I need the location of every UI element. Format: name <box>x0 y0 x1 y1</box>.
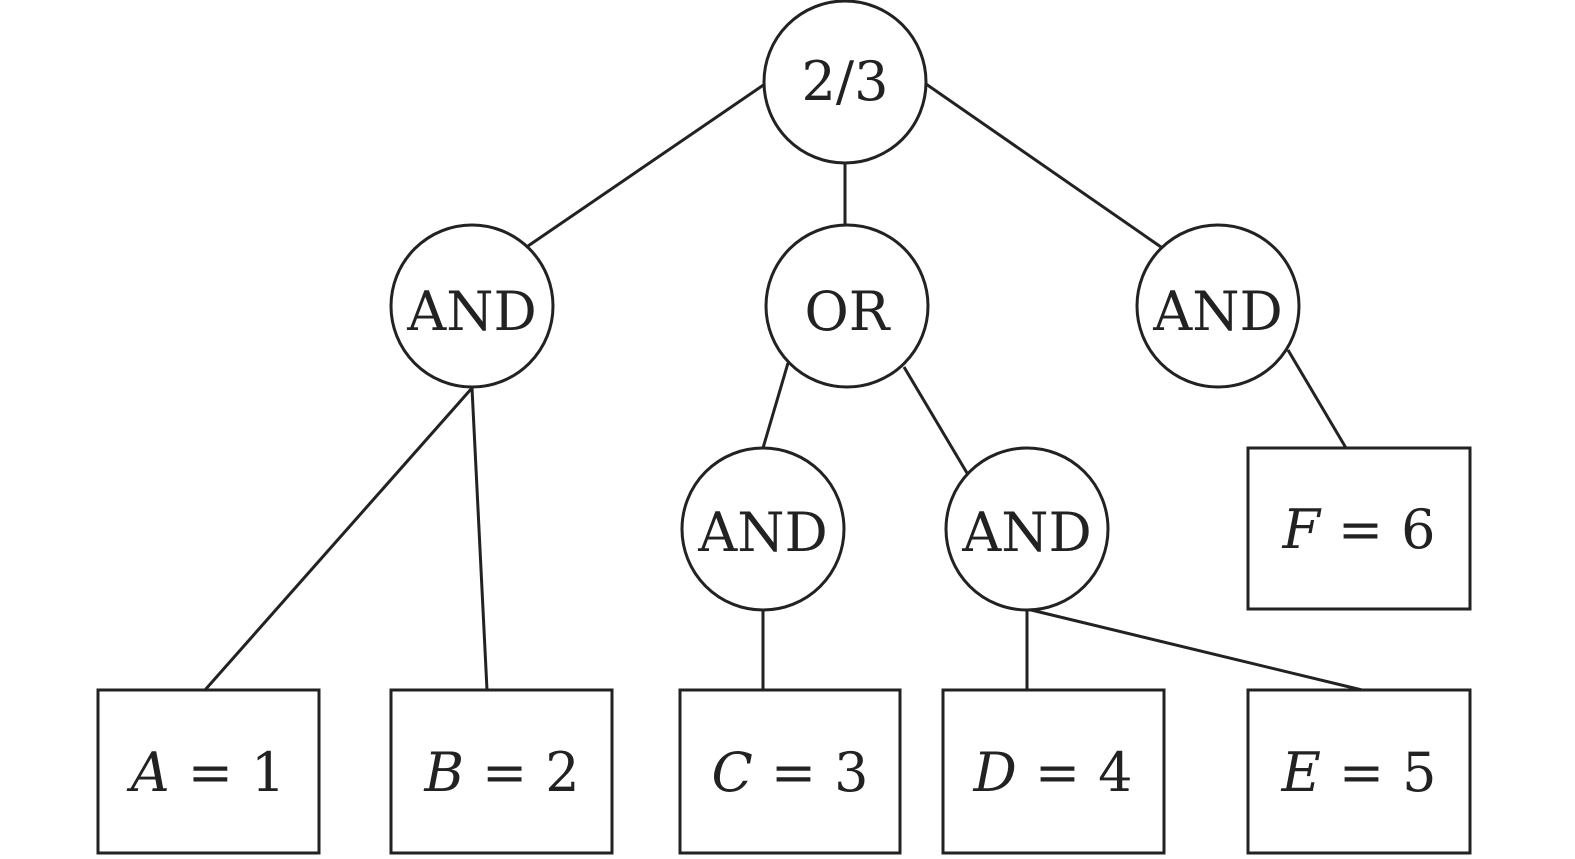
edge-and-right-f <box>1286 349 1348 449</box>
edges <box>203 82 1363 692</box>
gate-label: AND <box>697 501 828 564</box>
leaf-box <box>941 688 1166 855</box>
leaf-c: C = 3 <box>678 688 902 855</box>
leaf-equals: = <box>1035 741 1080 804</box>
leaf-variable: B <box>423 741 464 804</box>
leaf-box <box>1246 688 1472 855</box>
leaf-value: 2 <box>545 741 579 804</box>
leaf-d: D = 4 <box>941 688 1166 855</box>
gate-and-left: AND <box>389 223 555 389</box>
gate-and-right: AND <box>1135 223 1301 389</box>
leaf-b: B = 2 <box>389 688 614 855</box>
edge-and-left-b <box>470 387 489 691</box>
edge-root-and-left <box>527 82 766 248</box>
gate-circle <box>762 0 928 165</box>
leaf-box <box>389 688 614 855</box>
gate-circle <box>389 223 555 389</box>
edge-and-mr-e <box>1026 607 1363 692</box>
gate-label: AND <box>406 280 537 343</box>
leaf-box <box>678 688 902 855</box>
leaf-equals: = <box>482 741 527 804</box>
leaf-text: D = 4 <box>973 741 1133 804</box>
leaf-box <box>96 688 321 855</box>
leaf-value: 5 <box>1402 741 1436 804</box>
leaf-text: A = 1 <box>126 741 286 804</box>
gate-circle <box>944 446 1110 612</box>
gate-label: 2/3 <box>802 50 889 113</box>
edge-root-and-right <box>925 82 1162 249</box>
leaf-variable: F <box>1281 498 1322 561</box>
leaf-value: 6 <box>1401 498 1435 561</box>
leaf-box <box>1246 446 1472 611</box>
leaf-value: 3 <box>834 741 868 804</box>
leaf-text: F = 6 <box>1281 498 1435 561</box>
leaf-variable: D <box>973 741 1017 804</box>
gate-label: OR <box>805 280 891 343</box>
edge-or-and-ml <box>761 362 790 449</box>
gate-or-middle: OR <box>764 223 930 389</box>
leaf-equals: = <box>771 741 816 804</box>
leaf-value: 1 <box>251 741 285 804</box>
leaf-equals: = <box>1339 741 1384 804</box>
leaf-variable: C <box>712 741 753 804</box>
leaf-variable: E <box>1280 741 1320 804</box>
gate-circle <box>680 446 846 612</box>
edge-and-left-a <box>203 387 474 691</box>
gate-and-middle-right: AND <box>944 446 1110 612</box>
leaf-a: A = 1 <box>96 688 321 855</box>
leaf-text: B = 2 <box>423 741 579 804</box>
edge-or-and-mr <box>902 366 969 474</box>
gate-circle <box>764 223 930 389</box>
gate-label: AND <box>1152 280 1283 343</box>
leaf-equals: = <box>188 741 233 804</box>
leaf-e: E = 5 <box>1246 688 1472 855</box>
gate-and-middle-left: AND <box>680 446 846 612</box>
gate-circle <box>1135 223 1301 389</box>
leaf-text: E = 5 <box>1280 741 1436 804</box>
leaf-text: C = 3 <box>712 741 869 804</box>
leaf-variable: A <box>126 741 170 804</box>
gate-root: 2/3 <box>762 0 928 165</box>
leaf-equals: = <box>1338 498 1383 561</box>
gate-label: AND <box>961 501 1092 564</box>
leaf-value: 4 <box>1098 741 1132 804</box>
leaf-f: F = 6 <box>1246 446 1472 611</box>
